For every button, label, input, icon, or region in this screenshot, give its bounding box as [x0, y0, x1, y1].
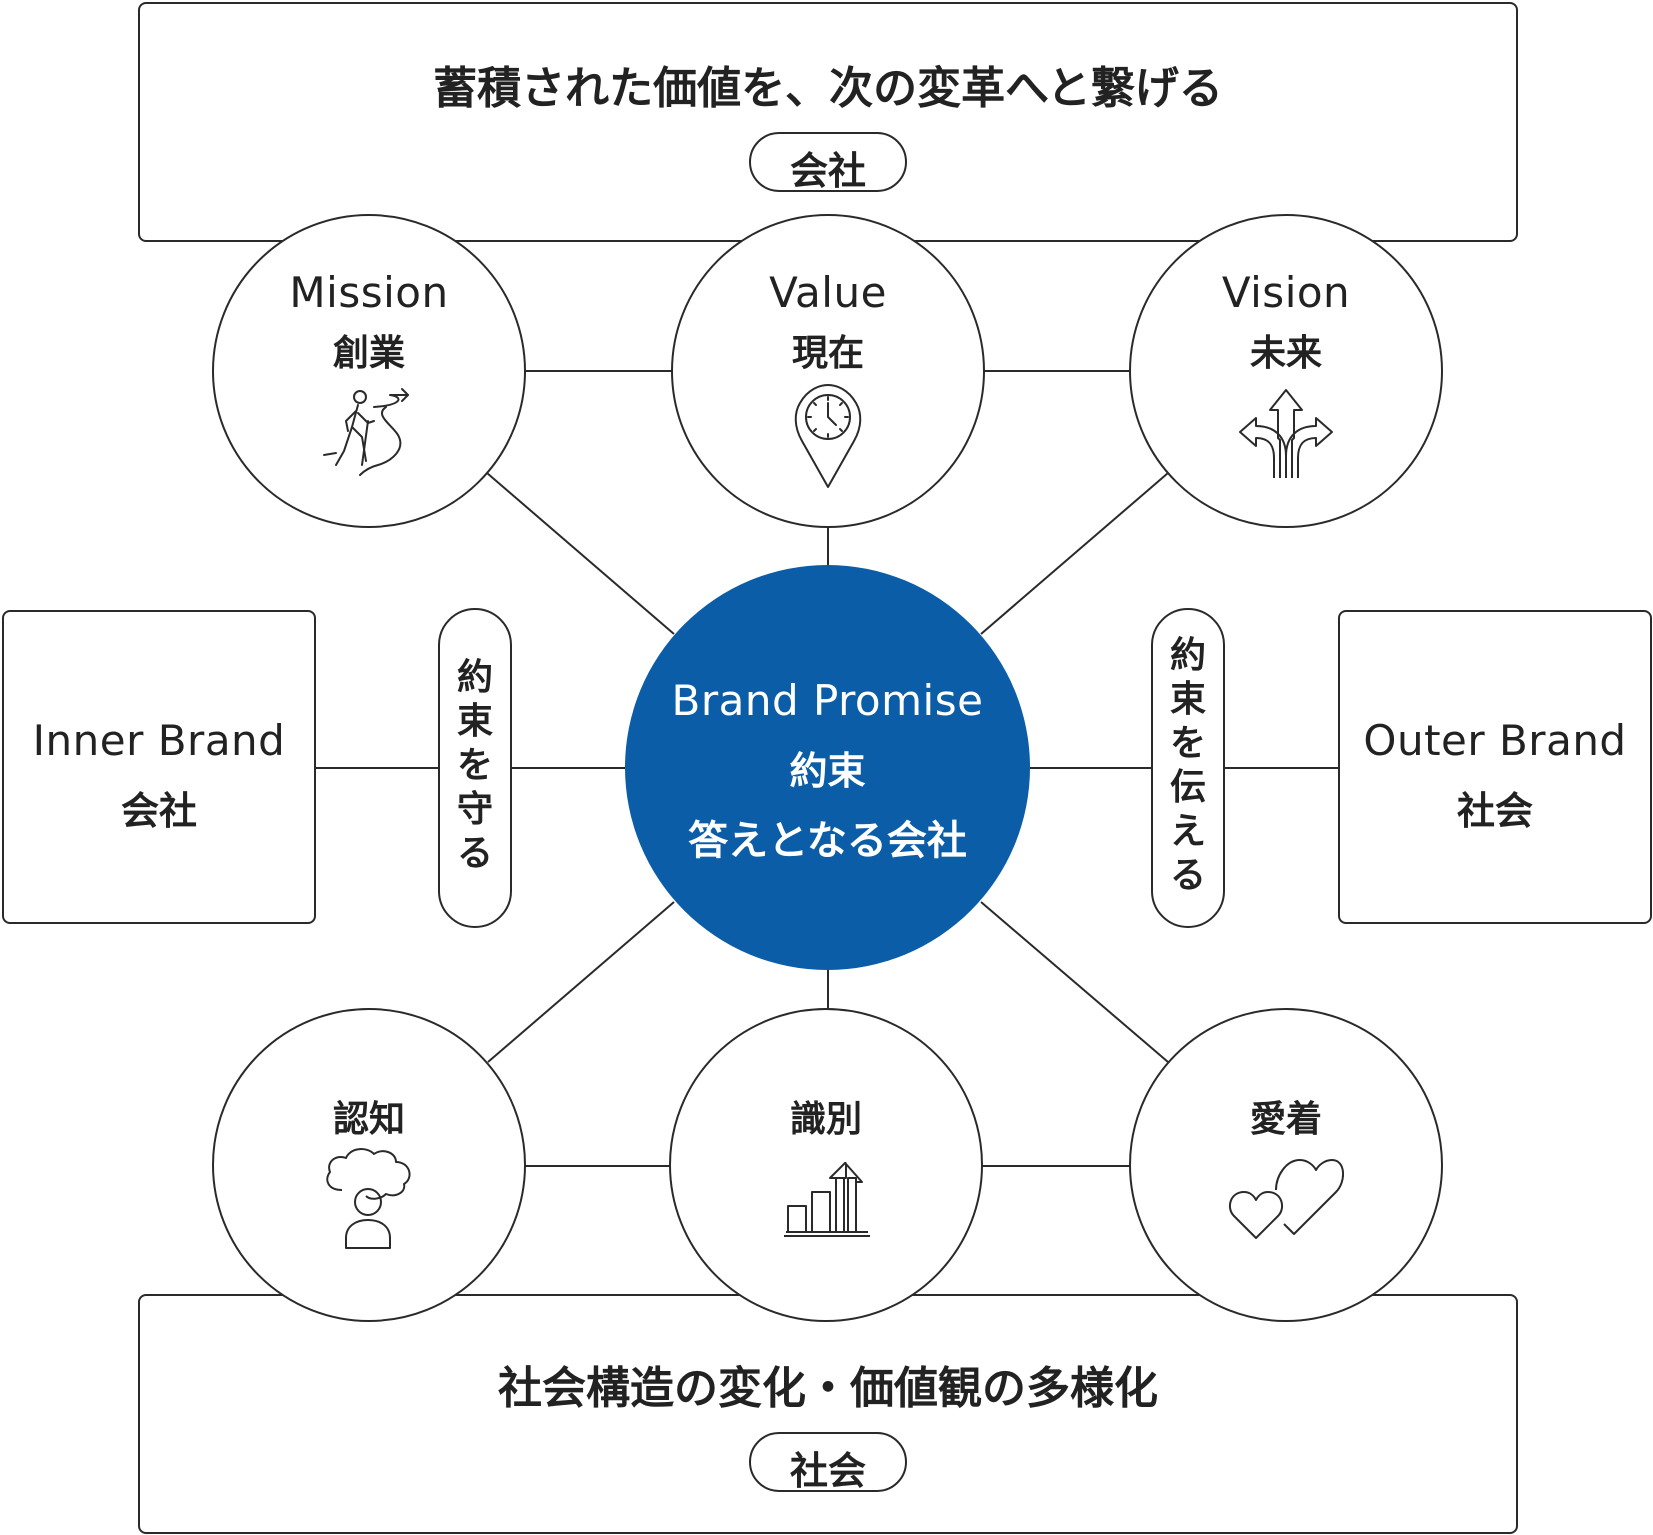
value-circle — [671, 214, 985, 528]
brand-promise-circle — [625, 565, 1030, 970]
inner-brand-label-en: Inner Brand — [32, 716, 286, 765]
keep-promise-pill — [438, 608, 512, 928]
recognition-circle — [212, 1008, 526, 1322]
keep-promise-char: 約 — [456, 657, 493, 698]
deliver-promise-char: る — [1169, 855, 1206, 896]
mission-circle — [212, 214, 526, 528]
person-thought-cloud-icon — [322, 1146, 414, 1250]
deliver-promise-char: 束 — [1169, 679, 1206, 720]
outer-brand-label-en: Outer Brand — [1363, 716, 1627, 765]
value-label-en: Value — [769, 268, 887, 317]
vision-label-ja: 未来 — [1249, 333, 1322, 374]
keep-promise-char: 守 — [456, 789, 493, 830]
vision-label-en: Vision — [1221, 268, 1351, 317]
deliver-promise-char: え — [1169, 811, 1206, 852]
inner-brand-label-ja: 会社 — [120, 789, 197, 833]
walking-path-icon — [322, 385, 418, 485]
keep-promise-label: 約 束 を 守 る — [445, 656, 505, 876]
value-label-ja: 現在 — [791, 333, 864, 374]
brand-promise-description: 答えとなる会社 — [688, 818, 967, 864]
brand-promise-label-ja: 約束 — [789, 749, 866, 793]
keep-promise-char: を — [456, 745, 493, 786]
top-panel-tag-label: 会社 — [789, 149, 866, 193]
mission-label-ja: 創業 — [332, 333, 405, 374]
bar-chart-growth-icon — [782, 1161, 872, 1238]
mission-label-en: Mission — [289, 268, 449, 317]
deliver-promise-char: 約 — [1169, 635, 1206, 676]
crossroads-arrows-icon — [1238, 388, 1334, 480]
top-panel-tag — [749, 132, 907, 192]
identification-label: 識別 — [789, 1099, 862, 1140]
bottom-panel-heading: 社会構造の変化・価値観の多様化 — [498, 1363, 1158, 1414]
keep-promise-char: る — [456, 833, 493, 874]
keep-promise-char: 束 — [456, 701, 493, 742]
inner-brand-box — [2, 610, 316, 924]
brand-promise-label-en: Brand Promise — [671, 676, 984, 725]
deliver-promise-pill — [1151, 608, 1225, 928]
deliver-promise-char: 伝 — [1169, 767, 1206, 808]
clock-pin-icon — [792, 383, 864, 489]
deliver-promise-char: を — [1169, 723, 1206, 764]
top-panel-heading: 蓄積された価値を、次の変革へと繋げる — [433, 63, 1223, 114]
top-panel — [138, 2, 1518, 242]
deliver-promise-label: 約 束 を 伝 え る — [1158, 634, 1218, 898]
attachment-label: 愛着 — [1249, 1099, 1322, 1140]
outer-brand-box — [1338, 610, 1652, 924]
two-hearts-icon — [1228, 1156, 1344, 1240]
bottom-panel-tag-label: 社会 — [789, 1449, 866, 1493]
bottom-panel-tag — [749, 1432, 907, 1492]
recognition-label: 認知 — [332, 1099, 405, 1140]
outer-brand-label-ja: 社会 — [1456, 789, 1533, 833]
identification-circle — [669, 1008, 983, 1322]
